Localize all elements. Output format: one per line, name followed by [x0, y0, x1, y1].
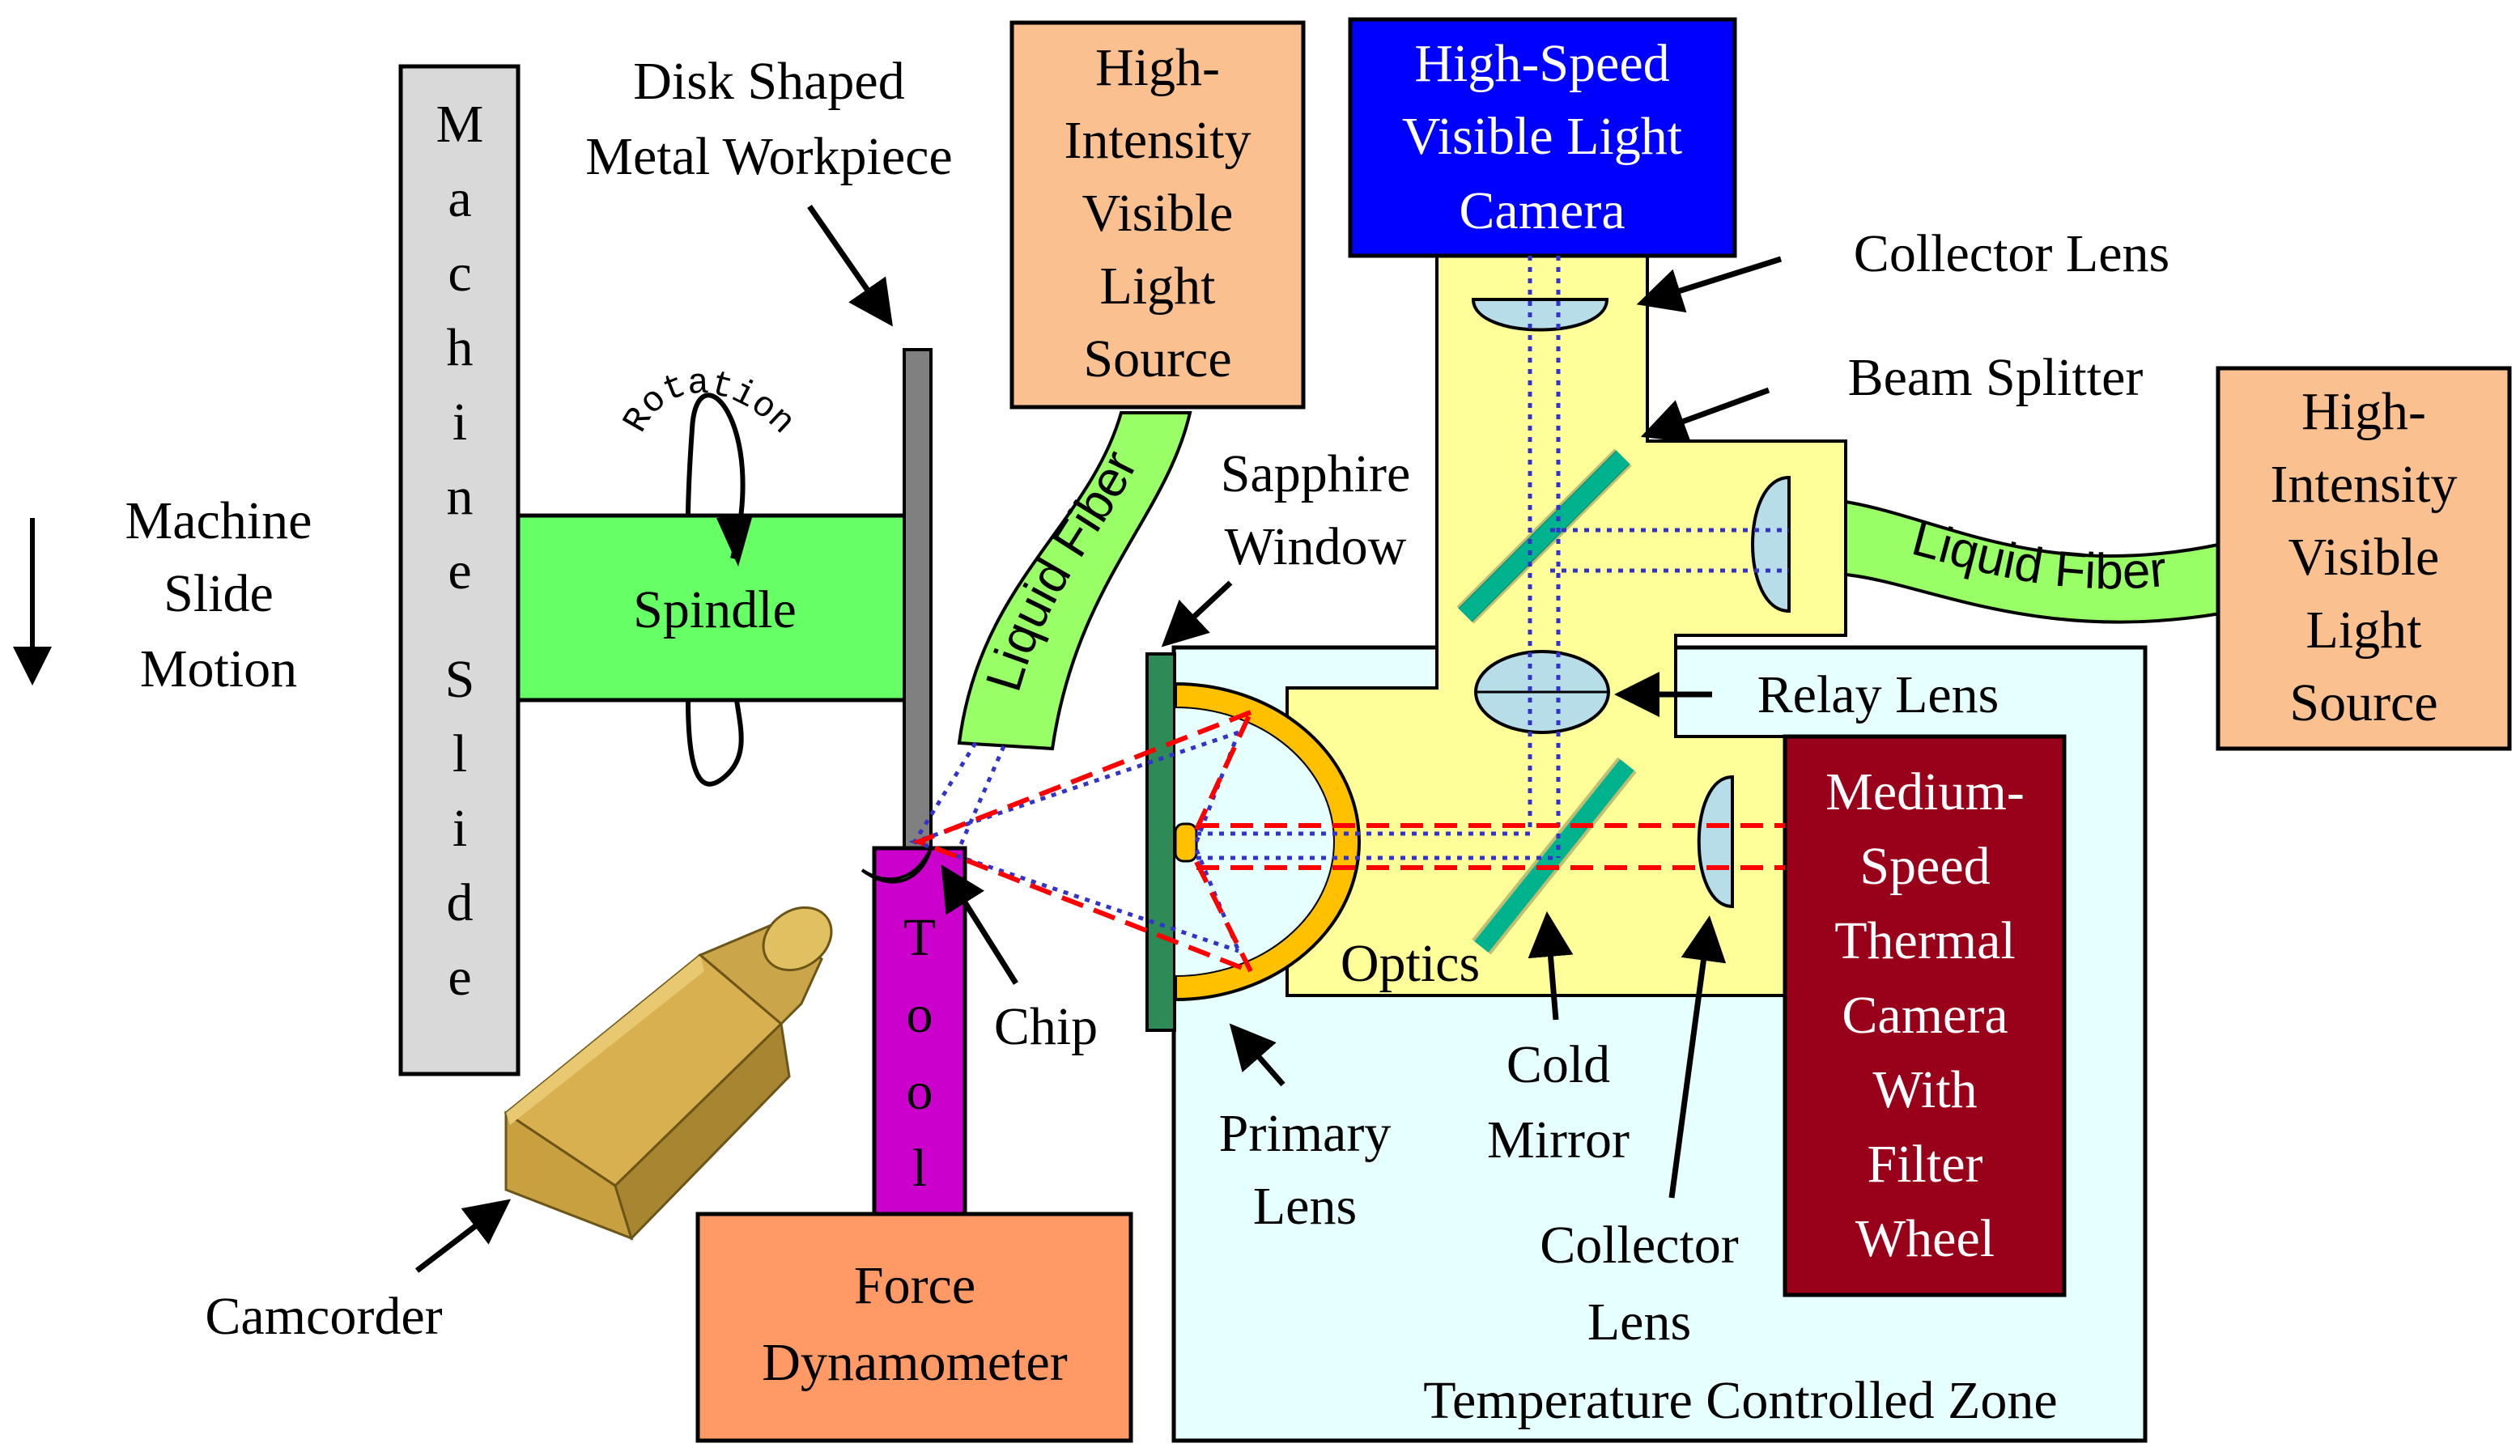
- beam-splitter-label: Beam Splitter: [1848, 348, 2144, 407]
- sapphire-window-arrow: [1161, 580, 1233, 647]
- thermal-camera-line-1: Medium-: [1825, 762, 2025, 821]
- sapphire-window-line-1: Sapphire: [1221, 444, 1411, 503]
- temperature-zone-label: Temperature Controlled Zone: [1423, 1371, 2057, 1430]
- camcorder: [504, 906, 833, 1241]
- disk-workpiece: [903, 348, 933, 869]
- thermal-camera-line-3: Thermal: [1834, 911, 2016, 970]
- collector-lens-top-arrow: [1636, 256, 1783, 313]
- high-speed-camera: [1348, 17, 1737, 258]
- collector-lens-top-label: Collector Lens: [1854, 224, 2169, 283]
- light-source-left: [1009, 20, 1306, 410]
- light-source-right: [2216, 366, 2512, 751]
- machine-slide-letter: i: [453, 799, 467, 858]
- collector-lens-bottom-line-1: Collector: [1540, 1216, 1739, 1275]
- primary-lens-arrow: [1229, 1023, 1285, 1087]
- chip: [861, 847, 933, 884]
- tool-letter: o: [907, 985, 933, 1044]
- liquid-fiber-left: [957, 411, 1192, 751]
- workpiece-arrow: [807, 205, 893, 327]
- chip-arrow: [941, 864, 1018, 985]
- cold-mirror-line-1: Cold: [1506, 1035, 1610, 1094]
- dynamometer-label-line-2: Dynamometer: [762, 1333, 1068, 1392]
- spindle: [516, 513, 907, 703]
- primary-lens-center: [1174, 822, 1198, 863]
- thermal-camera-line-7: Wheel: [1855, 1209, 1995, 1268]
- light-source-right-line-3: Visible: [2288, 528, 2440, 587]
- cold-mirror: [1474, 759, 1634, 953]
- tool-letter: o: [907, 1062, 933, 1121]
- force-dynamometer: [695, 1212, 1133, 1443]
- collector-lens-bottom: [1697, 775, 1734, 909]
- rotation-arrowhead: [716, 515, 753, 567]
- thermal-camera: [1783, 734, 2067, 1297]
- primary-lens-line-1: Primary: [1219, 1104, 1392, 1163]
- machine-slide-letter: i: [453, 393, 467, 452]
- machine-slide-letter: M: [436, 95, 484, 154]
- high-speed-camera-line-3: Camera: [1459, 181, 1625, 240]
- relay-lens-label: Relay Lens: [1757, 665, 1999, 724]
- sapphire-window: [1145, 652, 1176, 1032]
- machine-slide-motion-line-1: Machine: [125, 491, 312, 550]
- collector-lens-top: [1471, 298, 1609, 332]
- tool-letter: l: [912, 1139, 927, 1198]
- machine-slide-letter: S: [445, 650, 475, 709]
- light-source-right-line-1: High-: [2301, 382, 2426, 441]
- thermal-path: [912, 710, 1785, 974]
- machine-slide-letter: e: [448, 948, 471, 1007]
- rotation-label: Rotation: [616, 363, 802, 444]
- thermal-camera-line-5: With: [1872, 1060, 1977, 1119]
- light-source-right-line-5: Source: [2289, 673, 2437, 732]
- machine-slide-letter: a: [448, 169, 471, 228]
- cold-mirror-arrow: [1528, 911, 1574, 1021]
- light-source-left-line-5: Source: [1083, 329, 1231, 388]
- machine-slide-letter: c: [448, 244, 471, 303]
- primary-lens-line-2: Lens: [1253, 1177, 1357, 1236]
- light-source-right-line-2: Intensity: [2271, 455, 2458, 514]
- machine-slide: [398, 64, 521, 1076]
- rotation-loop-top: [686, 393, 746, 559]
- light-source-left-line-4: Light: [1100, 257, 1216, 316]
- optics-label: Optics: [1341, 934, 1480, 993]
- light-source-left-line-2: Intensity: [1065, 111, 1252, 170]
- machine-slide-motion-line-3: Motion: [140, 639, 297, 698]
- machine-slide-letter: e: [448, 541, 471, 601]
- camcorder-arrow: [414, 1199, 512, 1273]
- thermal-camera-line-6: Filter: [1868, 1135, 1983, 1194]
- workpiece-label-line-1: Disk Shaped: [633, 52, 904, 111]
- machine-slide-motion-line-2: Slide: [164, 564, 274, 623]
- optics-housing: [1285, 249, 1847, 997]
- machine-slide-letter: l: [453, 724, 467, 783]
- beam-splitter-arrow: [1640, 387, 1770, 443]
- machine-slide-letter: h: [447, 318, 474, 377]
- workpiece-label-line-2: Metal Workpiece: [585, 127, 952, 186]
- thermal-camera-line-4: Camera: [1842, 986, 2008, 1045]
- collector-lens-bottom-line-2: Lens: [1587, 1293, 1691, 1352]
- rotation-loop-bottom: [686, 699, 744, 787]
- collector-lens-bottom-arrow: [1668, 915, 1727, 1199]
- dynamometer-label-line-1: Force: [854, 1256, 975, 1315]
- chip-label: Chip: [994, 997, 1098, 1056]
- spindle-label: Spindle: [633, 580, 797, 639]
- illumination-lens-right: [1751, 475, 1791, 613]
- tool-letter: T: [903, 908, 936, 967]
- light-source-left-line-1: High-: [1095, 38, 1220, 97]
- machine-slide-letter: d: [447, 873, 474, 932]
- cold-mirror-line-2: Mirror: [1487, 1110, 1630, 1169]
- thermal-camera-line-2: Speed: [1859, 837, 1990, 896]
- high-speed-camera-line-1: High-Speed: [1414, 34, 1669, 93]
- machine-slide-letter: n: [447, 467, 474, 526]
- sapphire-window-line-2: Window: [1225, 517, 1407, 576]
- light-source-left-line-3: Visible: [1082, 184, 1234, 243]
- light-source-right-line-4: Light: [2306, 601, 2422, 660]
- camcorder-label: Camcorder: [205, 1287, 442, 1346]
- high-speed-camera-line-2: Visible Light: [1402, 107, 1682, 166]
